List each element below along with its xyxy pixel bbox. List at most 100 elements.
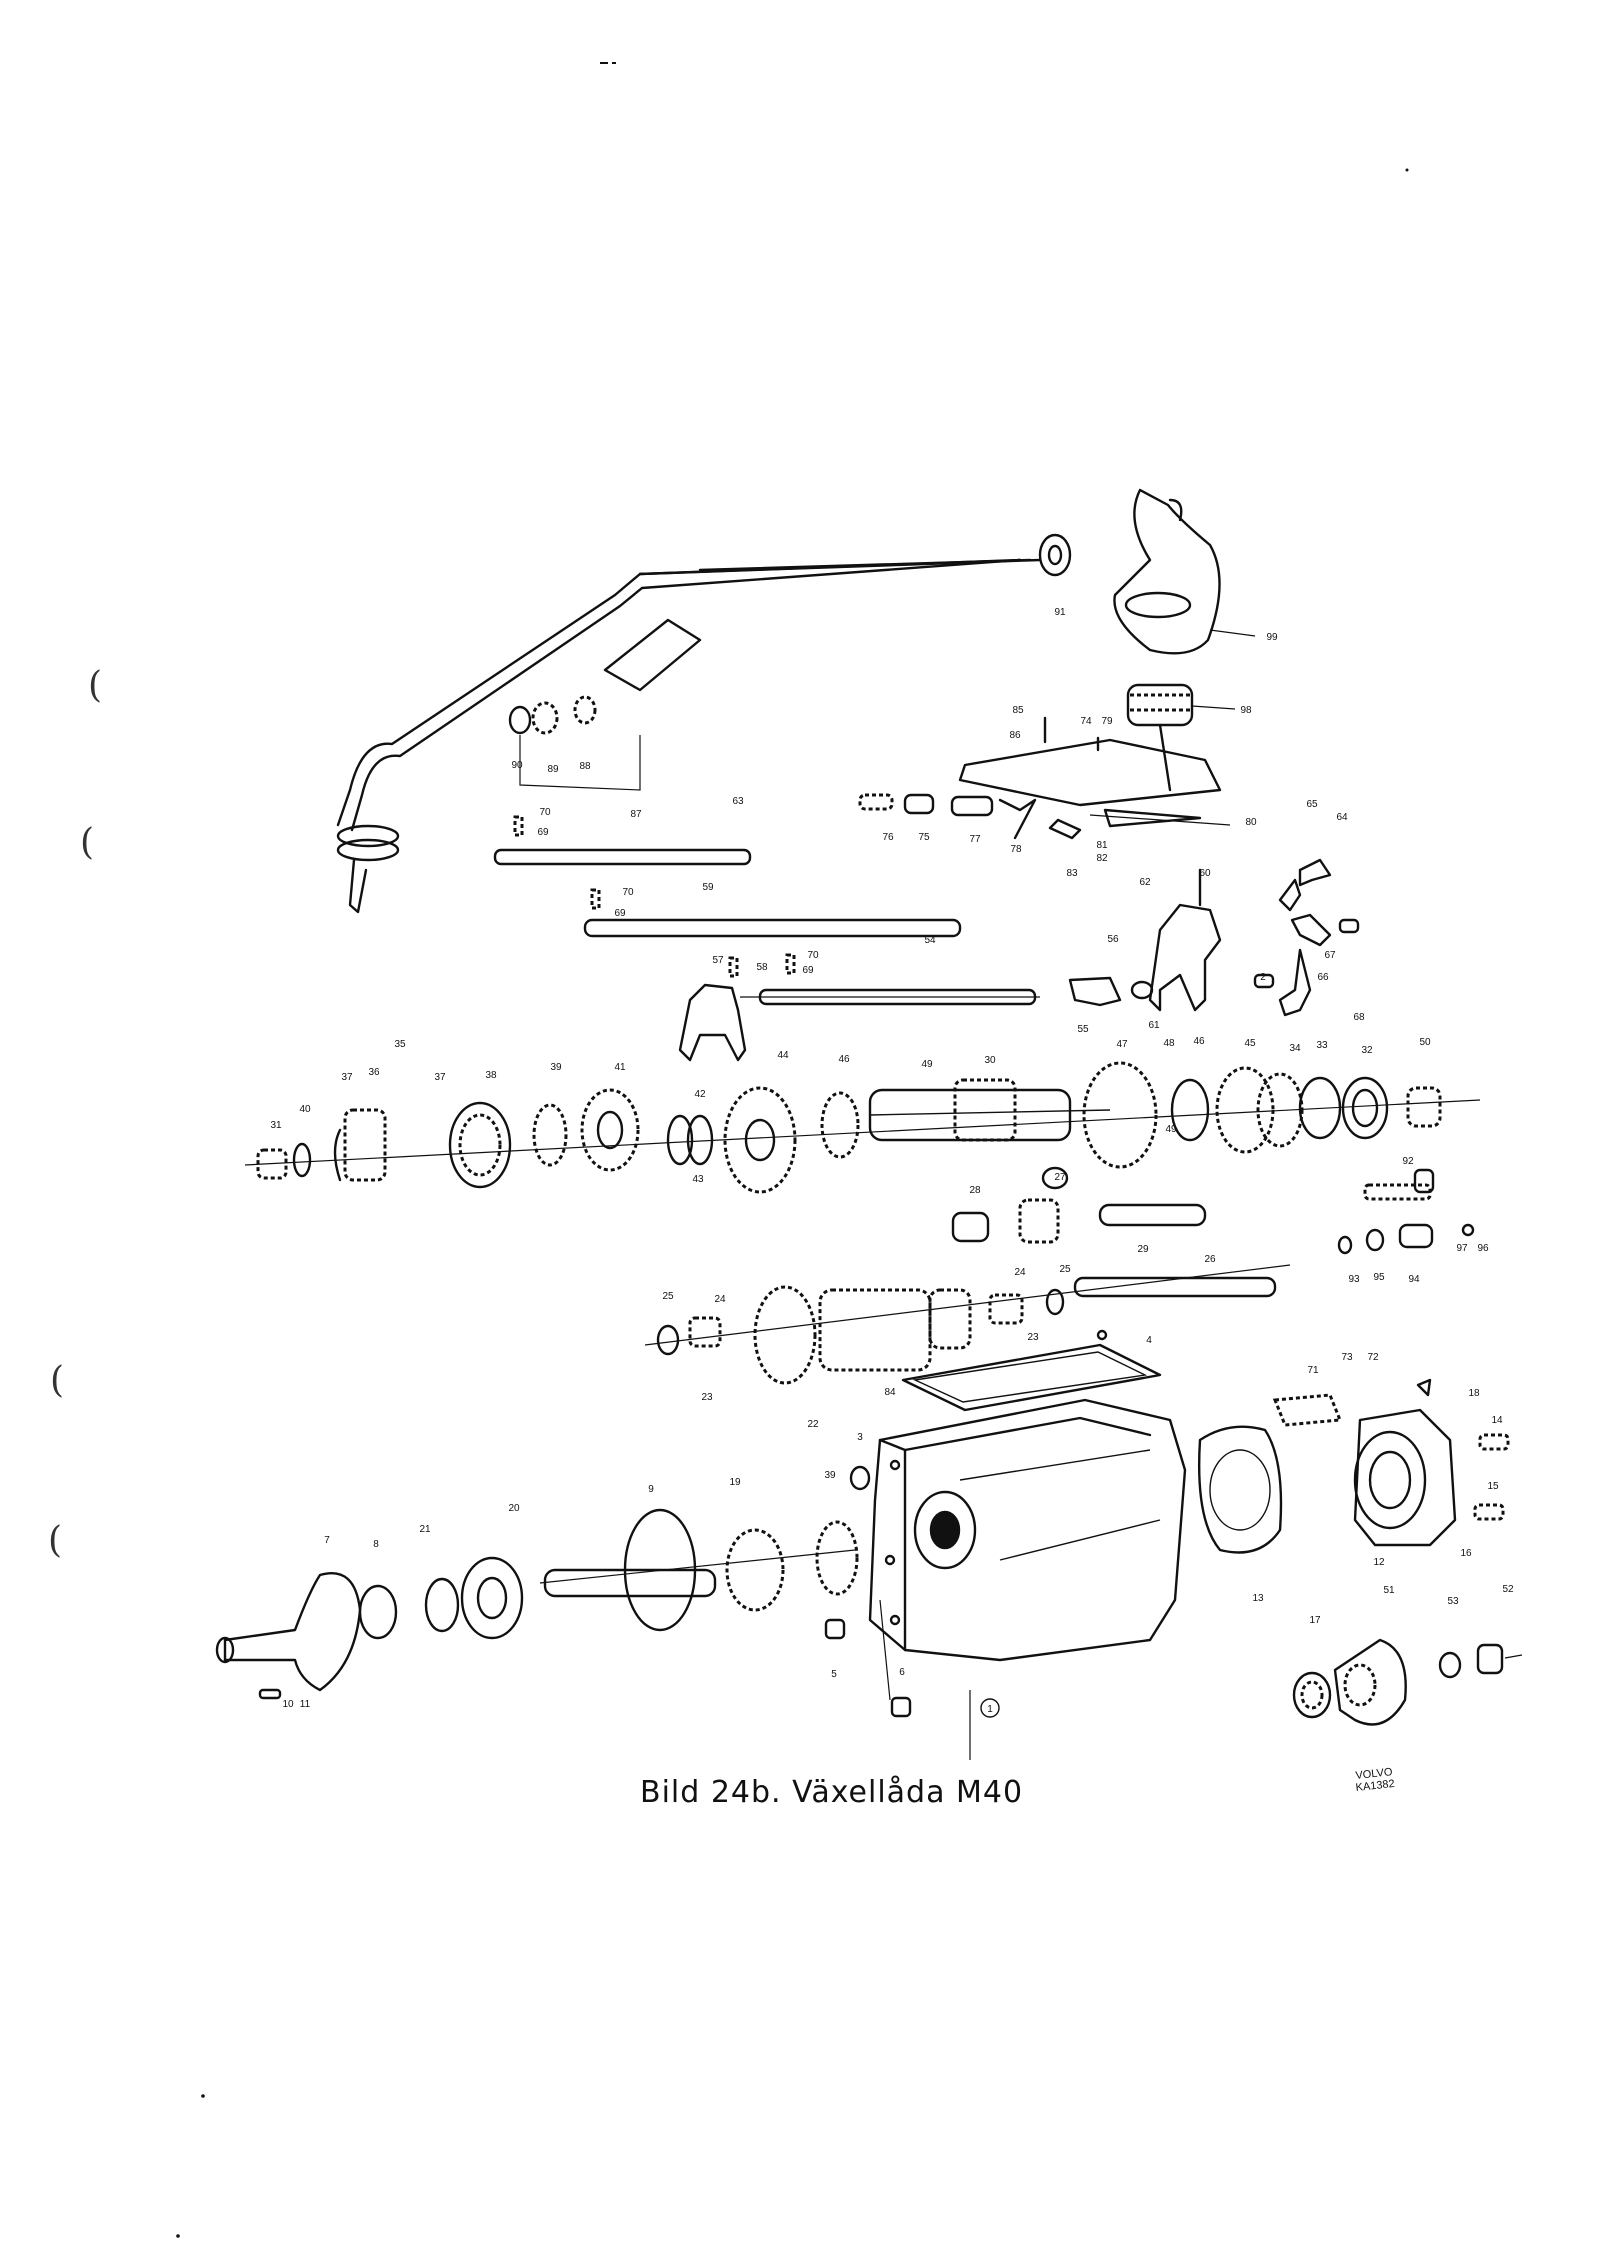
part-number-95: 95 [1373, 1272, 1385, 1283]
part-number-90: 90 [511, 760, 523, 771]
part-number-9: 9 [648, 1484, 654, 1495]
part-number-23: 23 [1027, 1332, 1039, 1343]
part-number-83: 83 [1066, 868, 1078, 879]
part-number-97: 97 [1456, 1243, 1468, 1254]
part-number-5: 5 [831, 1669, 837, 1680]
part-number-94: 94 [1408, 1274, 1420, 1285]
plugs-3-5-6 [824, 1465, 912, 1718]
part-number-51: 51 [1383, 1585, 1395, 1596]
part-number-19: 19 [729, 1477, 741, 1488]
part-number-38: 38 [485, 1070, 497, 1081]
part-number-63: 63 [732, 796, 744, 807]
part-number-91: 91 [1054, 607, 1066, 618]
rear-gasket-13 [1197, 1425, 1283, 1554]
reverse-parts-27-28-29 [951, 1166, 1207, 1244]
part-number-37: 37 [434, 1072, 446, 1083]
part-number-46: 46 [1193, 1036, 1205, 1047]
figure-caption: Bild 24b. Växellåda M40 [640, 1775, 1024, 1810]
gear-34 [1256, 1072, 1304, 1148]
lever-knob-91 [1038, 533, 1072, 577]
selector-levers [1253, 858, 1360, 1017]
countershaft-26 [1073, 1276, 1277, 1298]
shift-rod-63 [493, 848, 752, 866]
part-number-3: 3 [857, 1432, 863, 1443]
synchro-ring-39-lower [815, 1520, 859, 1596]
main-shaft-row [244, 1099, 1481, 1166]
part-number-62: 62 [1139, 877, 1151, 888]
part-number-96: 96 [1477, 1243, 1489, 1254]
part-number-10: 10 [282, 1699, 294, 1710]
cover-plate-80 [958, 723, 1231, 828]
margin-mark: ( [88, 665, 103, 706]
part-number-80: 80 [1245, 817, 1257, 828]
part-number-13: 13 [1252, 1593, 1264, 1604]
gear-45 [1215, 1066, 1275, 1154]
part-number-78: 78 [1010, 844, 1022, 855]
volvo-stamp: VOLVO KA1382 [1354, 1766, 1395, 1794]
part-number-15: 15 [1487, 1481, 1499, 1492]
nut-50 [1406, 1086, 1442, 1128]
part-number-44: 44 [777, 1050, 789, 1061]
part-number-73: 73 [1341, 1352, 1353, 1363]
gear-47 [1082, 1061, 1158, 1169]
part-number-79: 79 [1101, 716, 1113, 727]
part-number-8: 8 [373, 1539, 379, 1550]
part-number-24: 24 [1014, 1267, 1026, 1278]
gear-41 [580, 1088, 640, 1172]
ring-21 [424, 1577, 460, 1633]
part-number-59: 59 [702, 882, 714, 893]
part-number-49: 49 [921, 1059, 933, 1070]
input-shaft-19 [539, 1528, 856, 1612]
parts-92-97 [1337, 1168, 1475, 1255]
part-number-39: 39 [550, 1062, 562, 1073]
shift-fork-55 [1068, 976, 1154, 1007]
part-number-21: 21 [419, 1524, 431, 1535]
synchro-hub-35 [333, 1108, 387, 1182]
part-number-88: 88 [579, 761, 591, 772]
part-number-99: 99 [1266, 632, 1278, 643]
part-number-77: 77 [969, 834, 981, 845]
part-number-17: 17 [1309, 1615, 1321, 1626]
part-number-42: 42 [694, 1089, 706, 1100]
detent-parts [858, 716, 1100, 840]
nut-52 [1476, 1643, 1523, 1675]
lever-rings-88-89-90 [508, 695, 641, 791]
seal-17 [1292, 1671, 1332, 1719]
bearing-24-right [988, 1293, 1024, 1325]
part-number-82: 82 [1096, 853, 1108, 864]
synchro-ring-46 [820, 1091, 860, 1159]
margin-mark: ( [48, 1520, 63, 1561]
gear-lever [336, 558, 1042, 914]
bearing-housing-12 [1353, 1408, 1457, 1547]
part-number-35: 35 [394, 1039, 406, 1050]
part-number-12: 12 [1373, 1557, 1385, 1568]
part-number-87: 87 [630, 809, 642, 820]
shift-fork-57 [678, 983, 747, 1062]
housing-number-circle [980, 1698, 1000, 1718]
part-number-93: 93 [1348, 1274, 1360, 1285]
rubber-boot [1113, 488, 1256, 655]
part-number-57: 57 [712, 955, 724, 966]
part-number-34: 34 [1289, 1043, 1301, 1054]
part-number-45: 45 [1244, 1038, 1256, 1049]
part-number-56: 56 [1107, 934, 1119, 945]
part-number-46: 46 [838, 1054, 850, 1065]
ball-4 [1096, 1329, 1108, 1341]
shift-fork-60 [1148, 868, 1222, 1012]
part-number-30: 30 [984, 1055, 996, 1066]
part-number-39: 39 [824, 1470, 836, 1481]
part-number-55: 55 [1077, 1024, 1089, 1035]
shift-rod-59 [583, 918, 962, 938]
part-number-50: 50 [1419, 1037, 1431, 1048]
part-number-47: 47 [1116, 1039, 1128, 1050]
gear-44 [723, 1086, 797, 1194]
part-number-18: 18 [1468, 1388, 1480, 1399]
part-number-32: 32 [1361, 1045, 1373, 1056]
part-number-98: 98 [1240, 705, 1252, 716]
synchro-sleeve-38 [448, 1101, 512, 1189]
part-number-14: 14 [1491, 1415, 1503, 1426]
part-number-89: 89 [547, 764, 559, 775]
part-number-43: 43 [692, 1174, 704, 1185]
